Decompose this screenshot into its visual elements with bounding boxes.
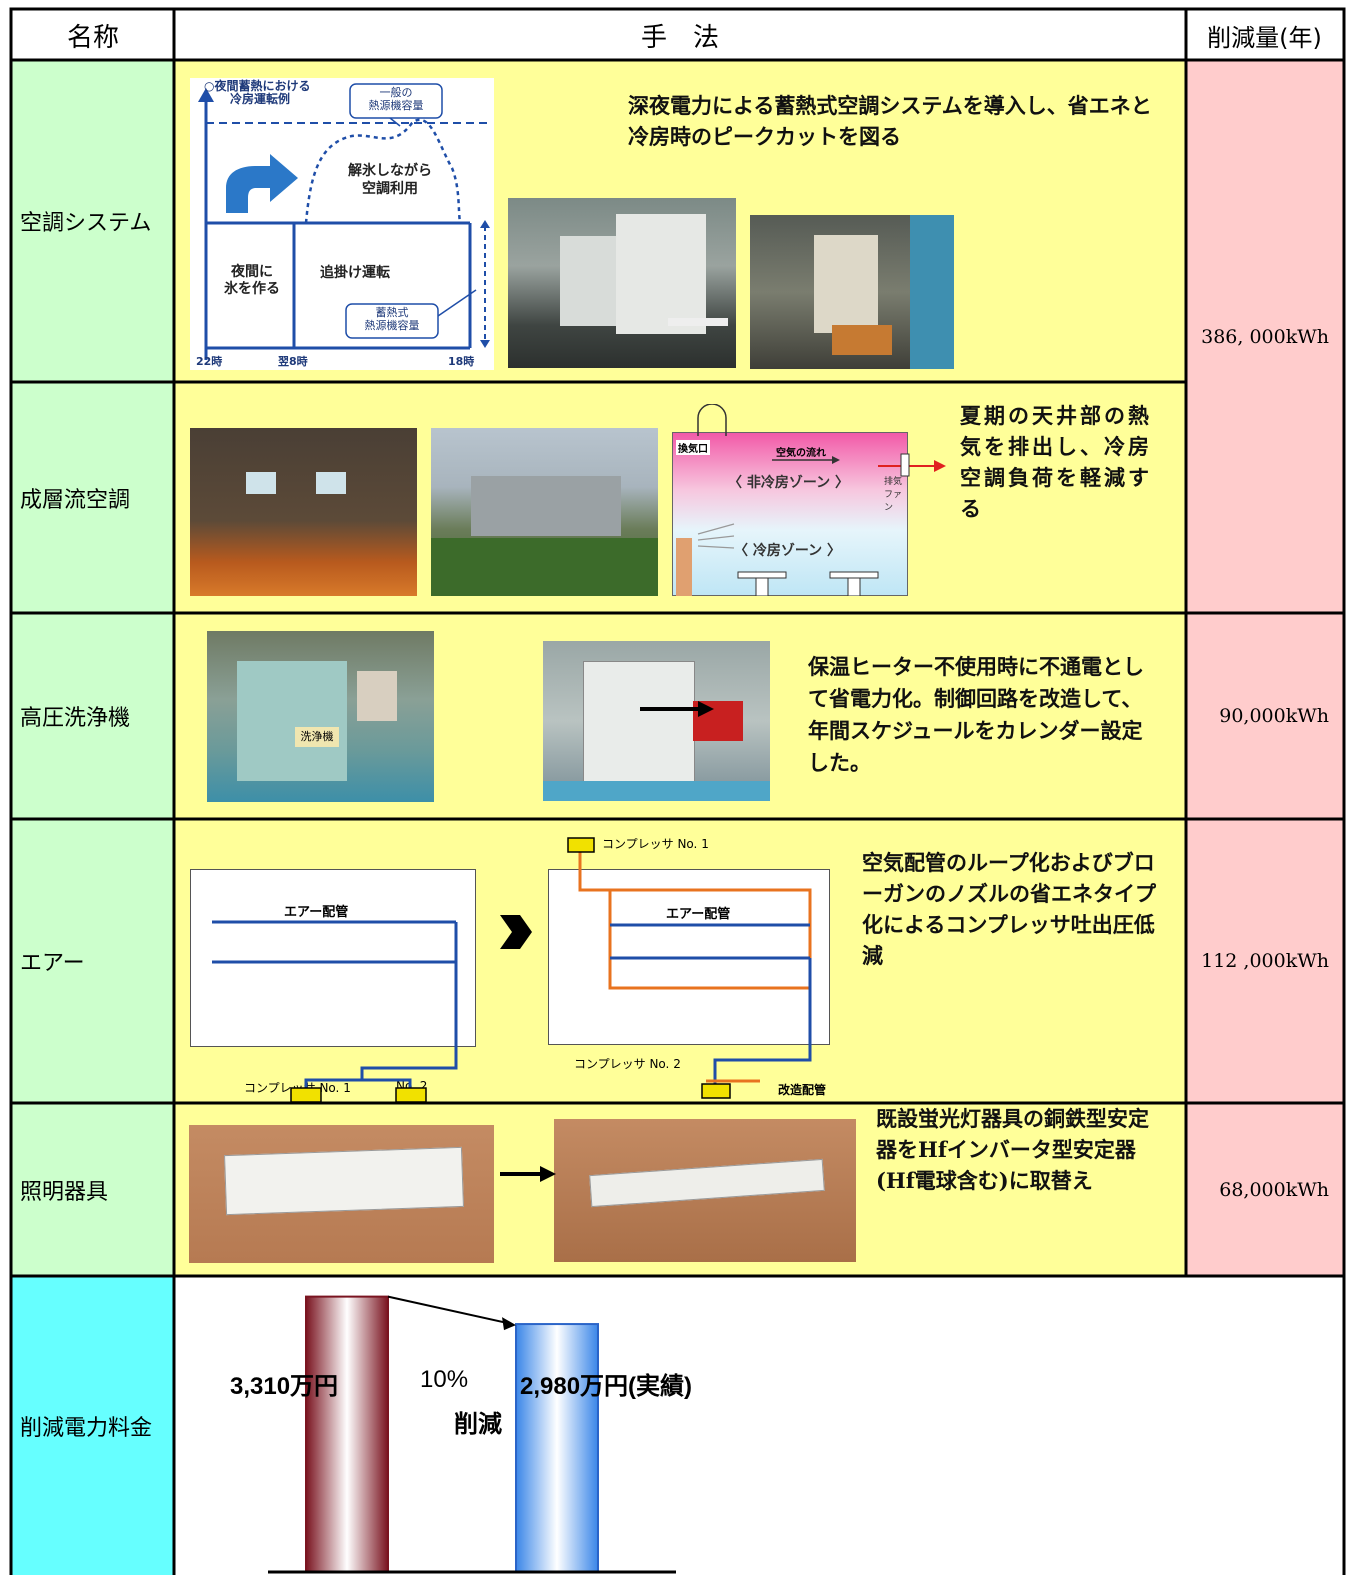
row-name-aircon: 空調システム — [12, 60, 174, 382]
stratified-flow-diagram: 換気口 空気の流れ 排気ファン 〈 非冷房ゾーン 〉 〈 冷房ゾーン 〉 — [672, 404, 946, 596]
row-method-washer: 洗浄機 保温ヒーター不使用時に不通電として省電力化。制御回路を改造して、年間スケ… — [174, 613, 1186, 819]
method-text-stratified: 夏期の天井部の熱気を排出し、冷房空調負荷を軽減する — [960, 403, 1152, 521]
reduction-arrow — [387, 1295, 513, 1326]
general-capacity-label: 一般の熱源機容量 — [368, 86, 424, 112]
thermal-storage-chart — [198, 83, 490, 360]
cost-chart — [268, 1295, 676, 1574]
compressor-no1-label-after: コンプレッサ No. 1 — [602, 837, 709, 851]
row-method-stratified: 換気口 空気の流れ 排気ファン 〈 非冷房ゾーン 〉 〈 冷房ゾーン 〉 夏期の… — [174, 382, 1186, 613]
reduction-percent-label: 10% — [420, 1366, 469, 1393]
storage-capacity-label: 蓄熱式熱源機容量 — [364, 306, 420, 332]
header-name: 名称 — [12, 10, 174, 60]
thaw-label: 解氷しながら空調利用 — [348, 163, 432, 197]
bar-after — [515, 1323, 599, 1574]
method-text-washer: 保温ヒーター不使用時に不通電として省電力化。制御回路を改造して、年間スケジュール… — [808, 654, 1144, 775]
pipe-label-before: エアー配管 — [284, 905, 349, 920]
airflow-label: 空気の流れ — [776, 448, 826, 459]
row-name-lighting: 照明器具 — [12, 1103, 174, 1276]
row-method-air: エアー配管 エアー配管 コンプレッサ No. 1 コンプレッサ No. 2 コン… — [174, 819, 1186, 1103]
row-method-lighting: 既設蛍光灯器具の銅鉄型安定器をHfインバータ型安定器(Hf電球含む)に取替え — [174, 1103, 1186, 1276]
row-method-aircon: ○夜間蓄熱における冷房運転例 一般の熱源機容量 解氷しながら空調利用 夜間に氷を… — [174, 60, 1186, 382]
method-text-air: 空気配管のループ化およびブローガンのノズルの省エネタイプ化によるコンプレッサ吐出… — [862, 850, 1156, 968]
method-text-aircon: 深夜電力による蓄熱式空調システムを導入し、省エネと冷房時のピークカットを図る — [628, 93, 1152, 149]
washer-label: 洗浄機 — [295, 727, 339, 747]
time-18: 18時 — [448, 355, 475, 368]
row-name-stratified: 成層流空調 — [12, 382, 174, 613]
method-text-lighting: 既設蛍光灯器具の銅鉄型安定器をHfインバータ型安定器(Hf電球含む)に取替え — [876, 1106, 1149, 1193]
pipe-label-after: エアー配管 — [666, 907, 731, 922]
time-8: 翌8時 — [278, 355, 308, 368]
after-pipe-box — [548, 869, 830, 1045]
cooling-zone-label: 〈 冷房ゾーン 〉 — [734, 543, 842, 559]
non-cooling-zone-label: 〈 非冷房ゾーン 〉 — [728, 475, 850, 491]
row-name-air: エアー — [12, 819, 174, 1103]
stratified-flow-svg — [676, 404, 946, 596]
outdoor-unit-photo — [508, 198, 736, 368]
hf-ballast-photo — [554, 1119, 856, 1262]
amount-aircon-merged: 386, 000kWh — [1186, 60, 1343, 613]
ceiling-interior-photo — [190, 428, 417, 596]
after-cost-label: 2,980万円(実績) — [520, 1373, 693, 1400]
header-method: 手 法 — [174, 10, 1186, 60]
washer-photo: 洗浄機 — [207, 631, 434, 802]
indoor-unit-photo — [750, 215, 954, 369]
amount-lighting: 68,000kWh — [1186, 1103, 1343, 1276]
bar-before — [305, 1295, 389, 1573]
reduction-arrowhead — [502, 1317, 516, 1331]
old-ballast-photo — [189, 1125, 494, 1263]
chase-run-label: 追掛け運転 — [320, 265, 390, 281]
roof-exterior-photo — [431, 428, 658, 596]
reduction-word-label: 削減 — [454, 1411, 502, 1438]
row-name-cost: 削減電力料金 — [12, 1276, 174, 1575]
control-panel-photo — [543, 641, 770, 801]
compressor-no2-label-after: コンプレッサ No. 2 — [574, 1057, 681, 1071]
vent-label: 換気口 — [676, 440, 710, 455]
before-pipe-box — [190, 869, 476, 1047]
compressor-no1-label-before: コンプレッサ No. 1 — [244, 1081, 351, 1095]
thermal-storage-diagram: ○夜間蓄熱における冷房運転例 一般の熱源機容量 解氷しながら空調利用 夜間に氷を… — [190, 78, 494, 370]
modified-pipe-legend: 改造配管 — [778, 1083, 827, 1097]
amount-washer: 90,000kWh — [1186, 613, 1343, 819]
exhaust-fan-label: 排気ファン — [884, 477, 903, 513]
diagram-title: ○夜間蓄熱における冷房運転例 — [204, 79, 311, 106]
before-cost-label: 3,310万円 — [230, 1373, 339, 1400]
row-method-cost: 3,310万円 10% 削減 2,980万円(実績) — [174, 1276, 1343, 1575]
amount-air: 112 ,000kWh — [1186, 819, 1343, 1103]
time-22: 22時 — [196, 355, 223, 368]
row-name-washer: 高圧洗浄機 — [12, 613, 174, 819]
header-reduction: 削減量(年) — [1186, 10, 1343, 60]
night-ice-label: 夜間に氷を作る — [224, 264, 280, 297]
compressor-no2-label-before: No. 2 — [396, 1079, 428, 1093]
